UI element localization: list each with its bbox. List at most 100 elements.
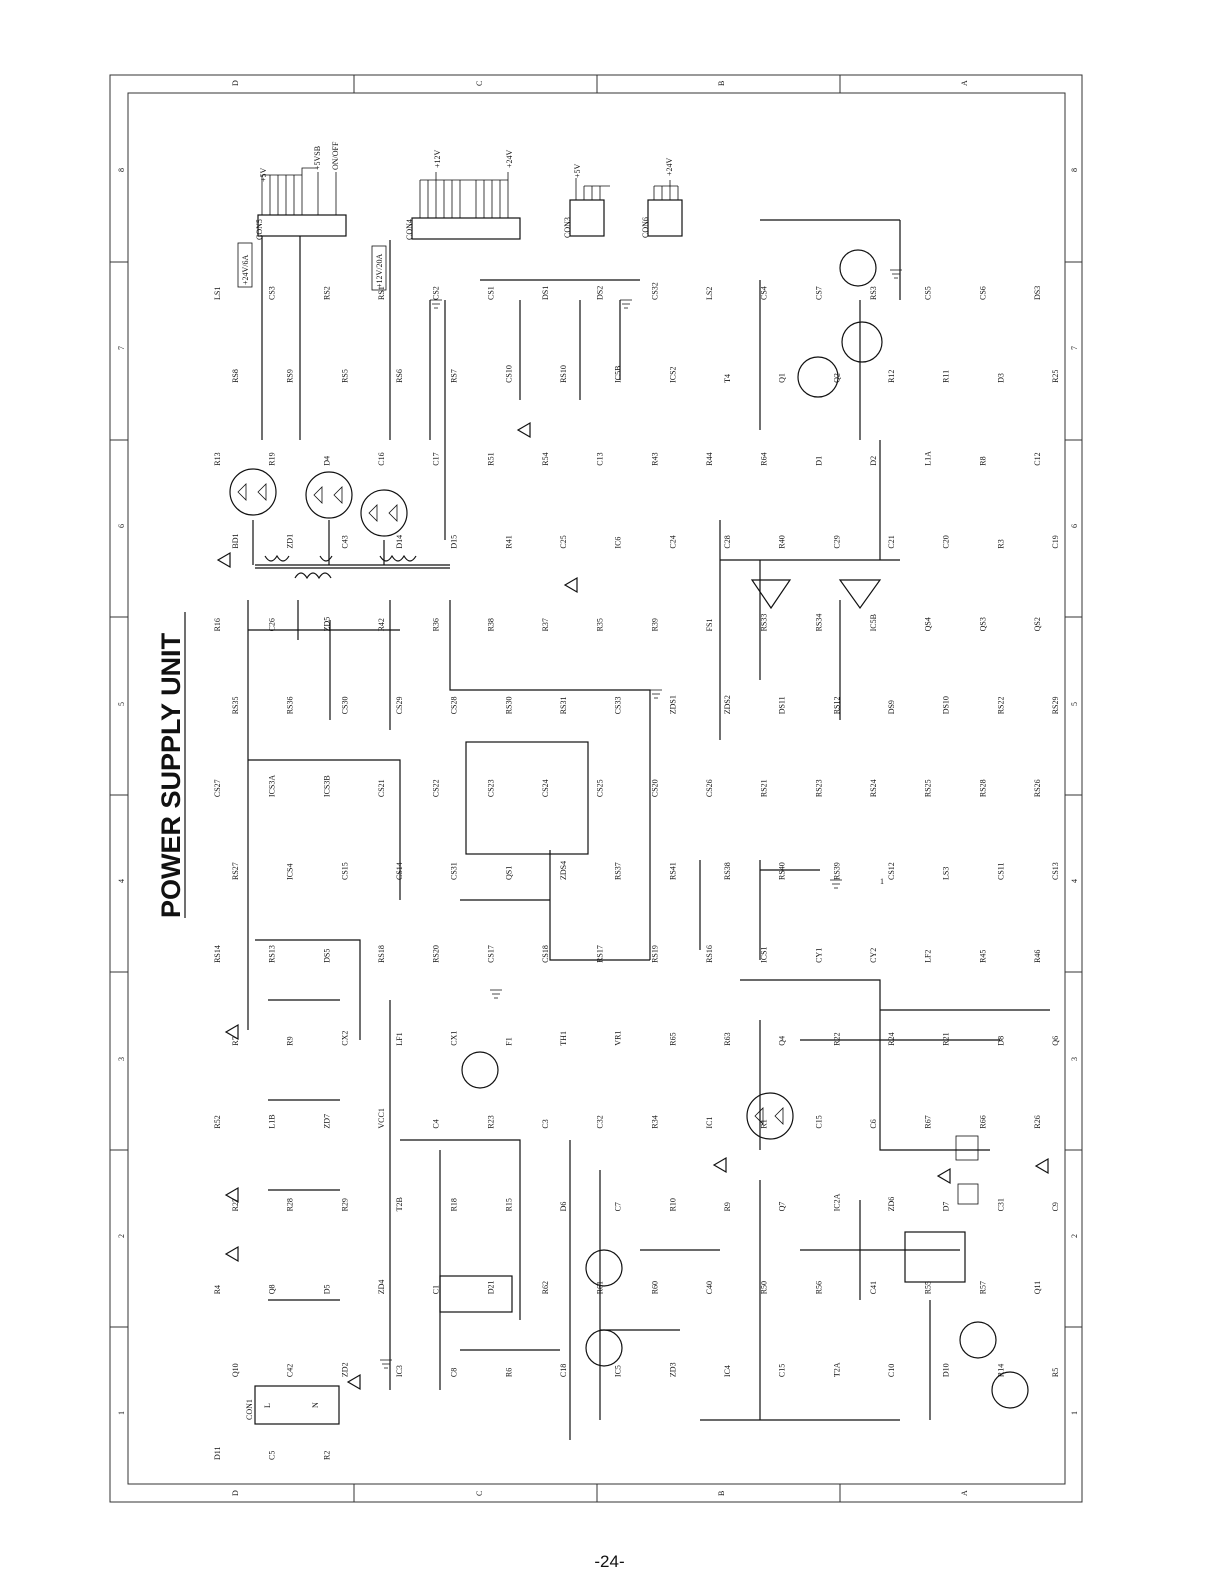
- component-label: R18: [450, 1198, 459, 1211]
- component-label: D2: [869, 456, 878, 466]
- component-label: RS34: [814, 614, 823, 632]
- component-label: QS2: [1033, 617, 1042, 631]
- component-label: ICS1: [760, 946, 769, 962]
- component-label: D15: [450, 535, 459, 549]
- component-label: IC5B: [614, 366, 623, 383]
- component-label: R25: [1051, 370, 1060, 383]
- component-label: R42: [377, 618, 386, 631]
- component-label: VCC1: [377, 1108, 386, 1128]
- component-label: CS17: [486, 945, 495, 963]
- component-label: D10: [942, 1363, 951, 1377]
- component-label: C5: [268, 1451, 277, 1460]
- component-label: D8: [996, 1036, 1005, 1046]
- transistor: [461, 249, 1029, 1409]
- component-label: C16: [377, 452, 386, 465]
- component-label: RS39: [832, 862, 841, 880]
- component-label: CS20: [650, 779, 659, 797]
- component-label: ZD7: [322, 1114, 331, 1129]
- component-label: CY2: [869, 948, 878, 963]
- component-label: RS27: [231, 862, 240, 880]
- component-label: C43: [340, 535, 349, 548]
- component-label: R34: [650, 1115, 659, 1128]
- component-label: T4: [723, 374, 732, 383]
- component-label: Q8: [268, 1285, 277, 1295]
- zone-letter: C: [475, 1491, 484, 1496]
- component-label: C10: [887, 1364, 896, 1377]
- zone-number: 6: [1070, 524, 1079, 528]
- component-label: RS30: [504, 697, 513, 715]
- component-label: R50: [760, 1281, 769, 1294]
- component-label: IC3: [395, 1365, 404, 1377]
- component-label: ZD2: [340, 1362, 349, 1377]
- component-label: RS18: [377, 945, 386, 963]
- component-label: CS30: [340, 697, 349, 715]
- component-label: R5: [1051, 1368, 1060, 1377]
- component-label: R41: [504, 535, 513, 548]
- net-label: +24V/6A: [241, 254, 250, 285]
- zone-number: 5: [1070, 702, 1079, 706]
- component-label: RS37: [614, 862, 623, 880]
- component-label: C1: [432, 1285, 441, 1294]
- component-label: R3: [996, 539, 1005, 548]
- component-label: R67: [924, 1115, 933, 1128]
- component-label: DS5: [322, 949, 331, 963]
- component-label: ZDS1: [668, 695, 677, 714]
- component-label: DS1: [541, 286, 550, 300]
- component-label: RS13: [268, 945, 277, 963]
- component-label: C29: [832, 535, 841, 548]
- component-label: C20: [942, 535, 951, 548]
- component-label: C18: [559, 1364, 568, 1377]
- component-label: C21: [887, 535, 896, 548]
- component-label: RS16: [705, 945, 714, 963]
- component-label: D6: [559, 1202, 568, 1212]
- component-label: QS1: [504, 866, 513, 880]
- component-label: R19: [268, 452, 277, 465]
- zone-letter: A: [960, 1490, 969, 1496]
- component-label: IC4: [723, 1365, 732, 1377]
- component-label: D14: [395, 535, 404, 549]
- component-label: C3: [541, 1119, 550, 1128]
- component-label: R24: [887, 1032, 896, 1045]
- component-label: ICS2: [668, 366, 677, 382]
- component-label: CS3: [268, 286, 277, 300]
- component-label: C26: [268, 618, 277, 631]
- component-label: C41: [869, 1281, 878, 1294]
- page-number: -24-: [594, 1552, 625, 1571]
- net-label: +24V: [665, 157, 674, 176]
- component-label: Q2: [832, 373, 841, 383]
- component-label: CS26: [705, 779, 714, 797]
- component-label: C8: [450, 1368, 459, 1377]
- connector-label: CON3: [563, 217, 572, 238]
- component-label: DS9: [887, 700, 896, 714]
- component-label: CS29: [395, 697, 404, 715]
- diode-package: [229, 468, 794, 1140]
- component-label: Q4: [778, 1036, 787, 1046]
- component-label: CS10: [504, 365, 513, 383]
- component-label: C7: [614, 1202, 623, 1211]
- component-label: R64: [760, 452, 769, 465]
- component-label: CX2: [340, 1031, 349, 1046]
- component-label: RS40: [778, 862, 787, 880]
- component-label: LS3: [942, 867, 951, 880]
- zone-letter: D: [231, 1490, 240, 1496]
- component-label: CS32: [650, 282, 659, 300]
- component-label: BD1: [231, 533, 240, 548]
- page-marker: 1: [880, 877, 884, 886]
- warning-triangle-icon: [216, 421, 1049, 1391]
- component-label: T2A: [832, 1362, 841, 1377]
- component-label: QS4: [924, 617, 933, 631]
- connector-con6: CON6 +24V: [641, 157, 683, 238]
- component-label: C40: [705, 1281, 714, 1294]
- net-label: +5V: [573, 163, 582, 178]
- component-label: C42: [286, 1364, 295, 1377]
- component-label: C13: [596, 452, 605, 465]
- component-label: RS31: [559, 697, 568, 715]
- net-label: +12V: [433, 149, 442, 168]
- component-label: DS2: [596, 286, 605, 300]
- component-label: FS1: [705, 618, 714, 631]
- component-label: C32: [596, 1115, 605, 1128]
- component-label: CS5: [924, 286, 933, 300]
- component-label: C28: [723, 535, 732, 548]
- zone-numbers: 8 7 6 5 4 3 2 1 8 7 6 5 4 3 2 1: [117, 168, 1079, 1415]
- component-label: CS27: [213, 779, 222, 797]
